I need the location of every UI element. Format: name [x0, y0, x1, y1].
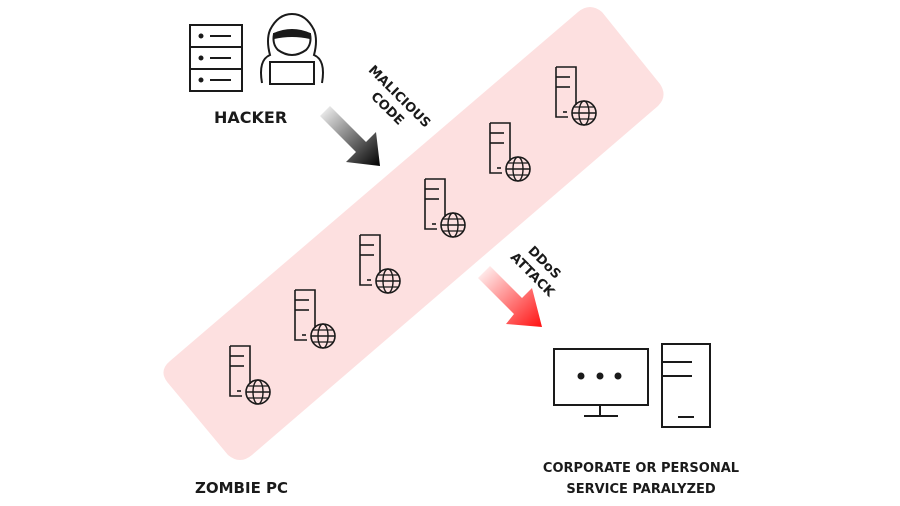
target-tower-icon — [661, 343, 711, 428]
target-label: CORPORATE OR PERSONAL SERVICE PARALYZED — [520, 458, 762, 500]
malicious-code-arrow — [318, 106, 380, 166]
hacker-label: HACKER — [214, 108, 288, 127]
target-label-line1: CORPORATE OR PERSONAL — [542, 461, 740, 476]
zombie-network-band — [163, 7, 664, 460]
target-monitor-icon — [553, 348, 649, 417]
zombie-pc-label: ZOMBIE PC — [195, 479, 289, 497]
target-label-line2: SERVICE PARALYZED — [566, 482, 716, 497]
ddos-attack-arrow — [478, 266, 542, 327]
hacker-figure-icon — [260, 12, 324, 85]
hacker-server-icon — [189, 24, 243, 92]
